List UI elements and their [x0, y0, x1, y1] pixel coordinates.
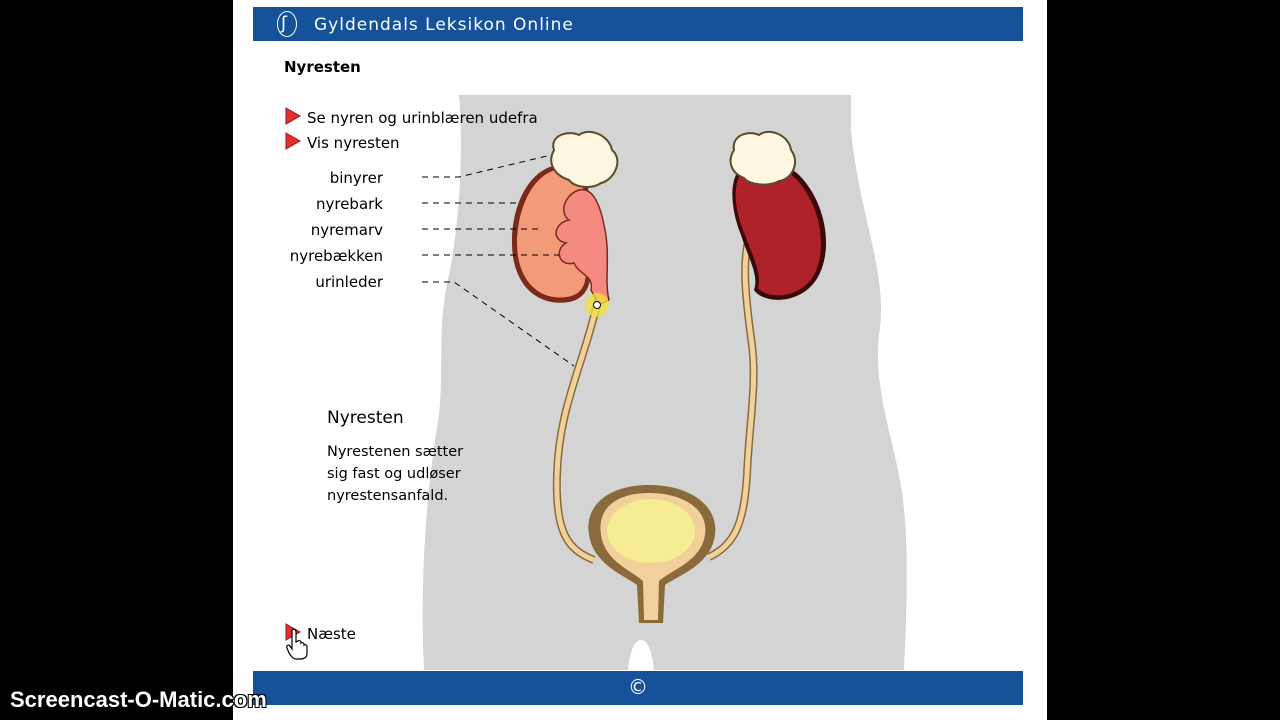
label-binyrer: binyrer	[329, 169, 383, 187]
red-triangle-icon	[285, 107, 302, 129]
header-bar: ʃ Gyldendals Leksikon Online	[253, 7, 1023, 41]
copyright-icon: ©	[628, 675, 648, 699]
menu-item-show-stone[interactable]: Vis nyresten	[285, 132, 400, 154]
next-label: Næste	[307, 625, 356, 643]
menu-item-label: Se nyren og urinblæren udefra	[307, 109, 538, 127]
content-panel: ʃ Gyldendals Leksikon Online Nyresten	[233, 0, 1047, 720]
red-triangle-icon	[285, 132, 302, 154]
info-line: nyrestensanfald.	[327, 488, 449, 504]
right-adrenal	[729, 130, 797, 186]
footer-bar: ©	[253, 671, 1023, 705]
pointer-lines	[419, 154, 575, 367]
gyldendal-logo-icon: ʃ	[277, 11, 297, 37]
page-title: Nyresten	[284, 58, 361, 76]
info-text: Nyrestenen sætter sig fast og udløser ny…	[327, 441, 497, 507]
kidney-stone	[593, 301, 601, 309]
renal-pelvis	[555, 188, 610, 306]
info-title: Nyresten	[327, 408, 404, 428]
label-nyrebark: nyrebark	[315, 195, 383, 213]
info-line: Nyrestenen sætter	[327, 444, 464, 460]
info-line: sig fast og udløser	[327, 466, 461, 482]
menu-item-outside-view[interactable]: Se nyren og urinblæren udefra	[285, 107, 538, 129]
label-urinleder: urinleder	[315, 273, 383, 291]
header-title: Gyldendals Leksikon Online	[314, 15, 574, 35]
menu-item-label: Vis nyresten	[307, 134, 400, 152]
label-nyrebaekken: nyrebækken	[289, 247, 383, 265]
anatomy-illustration	[419, 95, 907, 670]
left-adrenal	[550, 130, 619, 188]
watermark: Screencast-O-Matic.com	[10, 687, 267, 712]
hand-cursor-icon	[286, 628, 308, 660]
label-nyremarv: nyremarv	[310, 221, 383, 239]
